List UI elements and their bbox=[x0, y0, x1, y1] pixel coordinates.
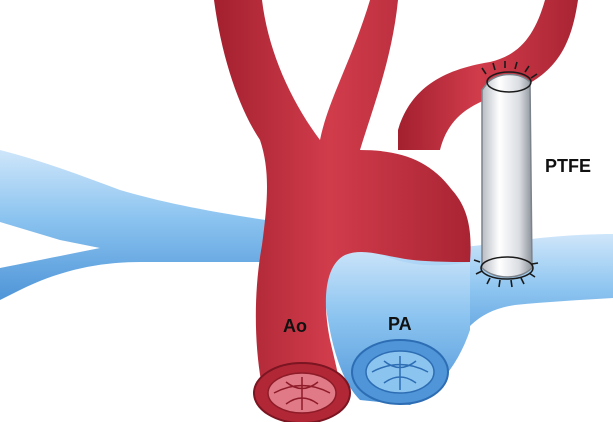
pa-cut-end bbox=[352, 340, 448, 404]
aorta-cut-end bbox=[254, 363, 350, 422]
label-ptfe: PTFE bbox=[545, 156, 591, 176]
label-ao: Ao bbox=[283, 316, 307, 336]
left-pulmonary-branch bbox=[0, 150, 300, 300]
label-pa: PA bbox=[388, 314, 412, 334]
ptfe-graft bbox=[482, 75, 532, 278]
